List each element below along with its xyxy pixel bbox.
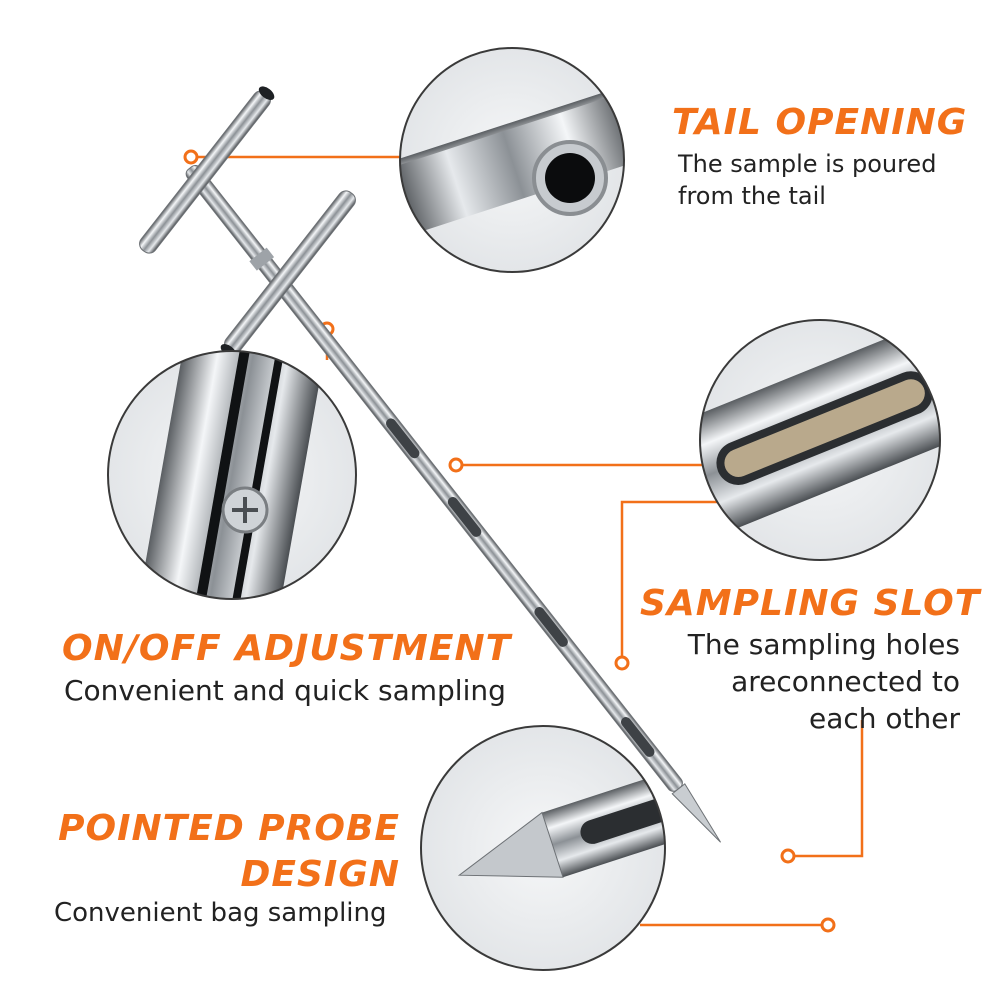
pointed-probe-zoom [420,725,666,971]
callout-dot [614,655,630,671]
sampling-slot-zoom [699,319,941,561]
callout-dot [183,149,199,165]
adjustment-description: Convenient and quick sampling [64,674,506,707]
probe-design-title: POINTED PROBE DESIGN [58,808,400,895]
sampling-slot-title: SAMPLING SLOT [640,583,981,624]
tail-opening-description: The sample is poured from the tail [678,150,937,210]
probe-design-description: Convenient bag sampling [54,898,387,928]
adjustment-title: ON/OFF ADJUSTMENT [62,628,512,669]
leader-lines [191,155,864,927]
tail-opening-zoom [399,47,625,273]
callout-dot [820,917,836,933]
sampler-probe [139,86,722,843]
callout-dot [780,848,796,864]
adjustment-zoom [107,350,357,600]
callout-dot [448,457,464,473]
tail-opening-title: TAIL OPENING [672,102,968,143]
sampling-slot-description: The sampling holes areconnected to each … [687,628,960,735]
